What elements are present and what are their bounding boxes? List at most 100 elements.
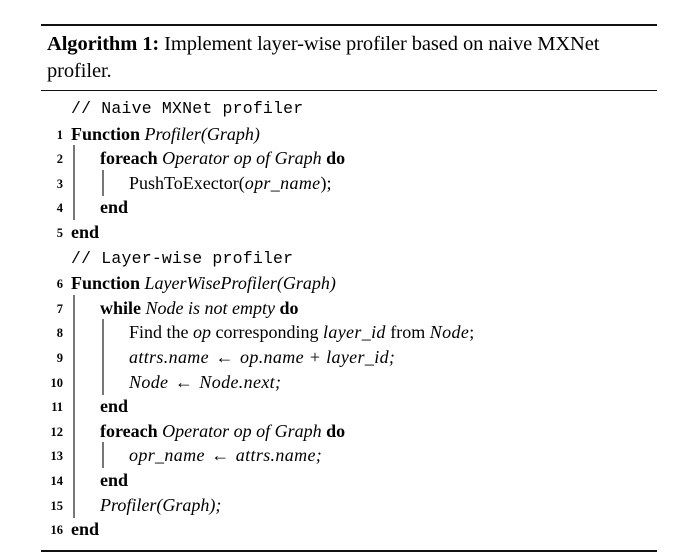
line-number: 14	[50, 473, 64, 488]
indent-guide	[73, 442, 75, 469]
line-content: opr_name ← attrs.name;	[41, 443, 657, 468]
algorithm-block: Algorithm 1: Implement layer-wise profil…	[41, 24, 657, 552]
line-content: foreach Operator op of Graph do	[41, 419, 657, 444]
indent-guide	[73, 393, 75, 420]
indent-guide	[73, 169, 75, 196]
line-content: end	[41, 220, 657, 245]
algorithm-line: 16 end	[41, 517, 657, 542]
line-content: // Layer-wise profiler	[41, 245, 657, 272]
line-content: // Naive MXNet profiler	[41, 95, 657, 122]
line-content: end	[41, 517, 657, 542]
assign-arrow: ←	[211, 346, 238, 367]
keyword: while	[100, 297, 142, 318]
line-content: while Node is not empty do	[41, 296, 657, 321]
line-number: 9	[56, 350, 63, 365]
call-name: PushToExector(	[129, 172, 245, 193]
line-number: 13	[50, 449, 64, 464]
keyword-do: do	[279, 297, 299, 318]
indent-guide	[102, 343, 104, 370]
indent-guide	[73, 466, 75, 493]
indent-guide	[102, 319, 104, 346]
line-number: 10	[50, 375, 64, 390]
indent-guide	[73, 319, 75, 346]
indent-guide	[73, 368, 75, 395]
assign-rhs: op.name + layer_id;	[240, 346, 396, 367]
keyword-end: end	[71, 221, 100, 242]
keyword-end: end	[100, 469, 129, 490]
text-fragment: ;	[469, 322, 475, 343]
identifier: Operator op of Graph	[162, 148, 322, 169]
rule-mid	[41, 90, 657, 91]
assign-lhs: attrs.name	[129, 346, 209, 367]
line-number: 11	[51, 400, 63, 415]
line-content: end	[41, 195, 657, 220]
line-content: attrs.name ← op.name + layer_id;	[41, 345, 657, 370]
line-number: 15	[50, 498, 64, 513]
call-close: );	[320, 172, 332, 193]
text-fragment: corresponding	[211, 322, 323, 343]
keyword-end: end	[71, 519, 100, 540]
indent-guide	[102, 169, 104, 196]
rule-top	[41, 24, 657, 26]
identifier: Operator op of Graph	[162, 420, 322, 441]
indent-guide	[102, 442, 104, 469]
identifier: Node is not empty	[145, 297, 275, 318]
keyword-end: end	[100, 197, 129, 218]
line-content: Function LayerWiseProfiler(Graph)	[41, 271, 657, 296]
line-number: 2	[56, 152, 63, 167]
assign-rhs: attrs.name;	[235, 445, 323, 466]
rule-bottom	[41, 549, 657, 552]
line-number: 7	[56, 301, 63, 316]
assign-arrow: ←	[206, 445, 234, 466]
code-comment: // Naive MXNet profiler	[71, 99, 304, 118]
keyword-do: do	[326, 420, 346, 441]
code-comment: // Layer-wise profiler	[71, 248, 294, 268]
line-number: 12	[50, 424, 64, 439]
line-content: Profiler(Graph);	[41, 493, 657, 518]
keyword: Function	[71, 123, 141, 144]
line-number: 6	[56, 277, 63, 292]
indent-guide	[102, 368, 104, 395]
line-content: Node ← Node.next;	[41, 370, 657, 395]
assign-rhs: Node.next;	[199, 371, 282, 392]
line-number: 8	[56, 326, 63, 341]
line-content: foreach Operator op of Graph do	[41, 146, 657, 171]
text-fragment: Find the	[129, 322, 194, 343]
identifier: LayerWiseProfiler(Graph)	[144, 273, 336, 294]
text-fragment: from	[385, 322, 430, 343]
algorithm-line: 14 end	[41, 466, 657, 493]
line-number: 4	[56, 201, 63, 216]
indent-guide	[73, 145, 75, 172]
algorithm-line: 4 end	[41, 194, 657, 221]
indent-guide	[73, 491, 75, 518]
assign-arrow: ←	[170, 371, 198, 392]
indent-guide	[73, 194, 75, 221]
line-content: PushToExector(opr_name);	[41, 171, 657, 196]
indent-guide	[73, 294, 75, 321]
assign-lhs: opr_name	[129, 445, 205, 466]
line-content: end	[41, 468, 657, 493]
call-arg: opr_name	[244, 172, 321, 193]
line-number: 16	[50, 523, 64, 538]
line-content: Function Profiler(Graph)	[41, 122, 657, 147]
text-fragment: Node	[429, 322, 470, 343]
algorithm-caption: Algorithm 1: Implement layer-wise profil…	[41, 26, 657, 89]
line-number: 1	[56, 127, 63, 142]
identifier: Profiler(Graph)	[144, 123, 260, 144]
algorithm-caption-label: Algorithm 1:	[47, 33, 160, 55]
keyword-do: do	[326, 148, 346, 169]
keyword: Function	[71, 273, 141, 294]
keyword: foreach	[100, 420, 158, 441]
